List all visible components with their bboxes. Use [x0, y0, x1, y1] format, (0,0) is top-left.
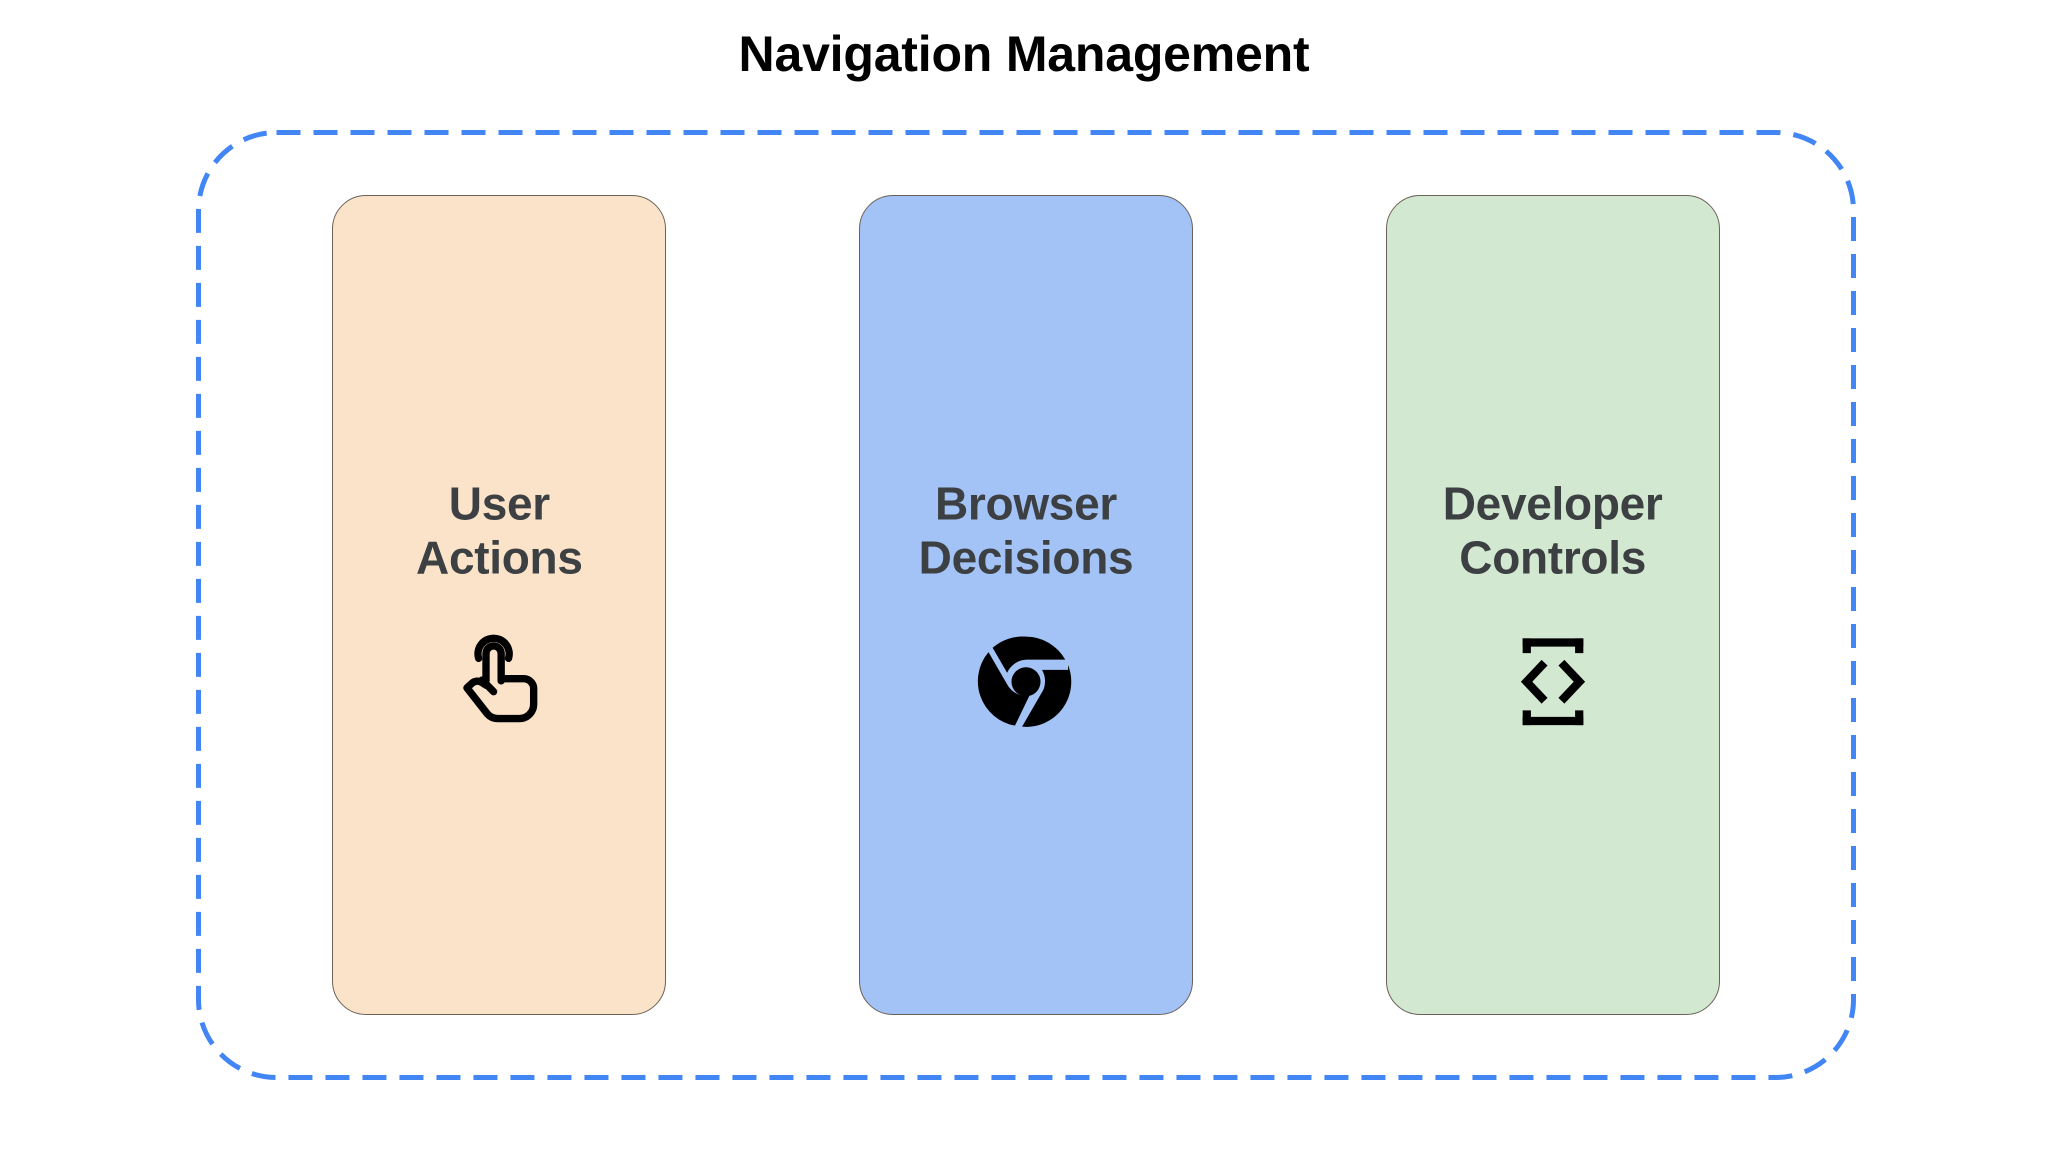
card-developer-controls[interactable]: Developer Controls: [1385, 195, 1720, 1015]
card-title-developer-controls: Developer Controls: [1442, 477, 1663, 584]
card-content: User Actions: [333, 477, 665, 734]
card-user-actions[interactable]: User Actions: [332, 195, 667, 1015]
card-browser-decisions[interactable]: Browser Decisions: [858, 195, 1193, 1015]
chrome-logo-icon: [974, 629, 1078, 733]
page-title: Navigation Management: [738, 26, 1310, 82]
card-title-browser-decisions: Browser Decisions: [918, 477, 1134, 584]
card-content: Developer Controls: [1387, 477, 1719, 734]
touch-app-icon: [447, 629, 551, 733]
card-content: Browser Decisions: [860, 477, 1192, 734]
card-title-user-actions: User Actions: [416, 477, 583, 584]
developer-mode-icon: [1501, 629, 1605, 733]
cards-row: User Actions Browser Decisions: [196, 130, 1856, 1080]
